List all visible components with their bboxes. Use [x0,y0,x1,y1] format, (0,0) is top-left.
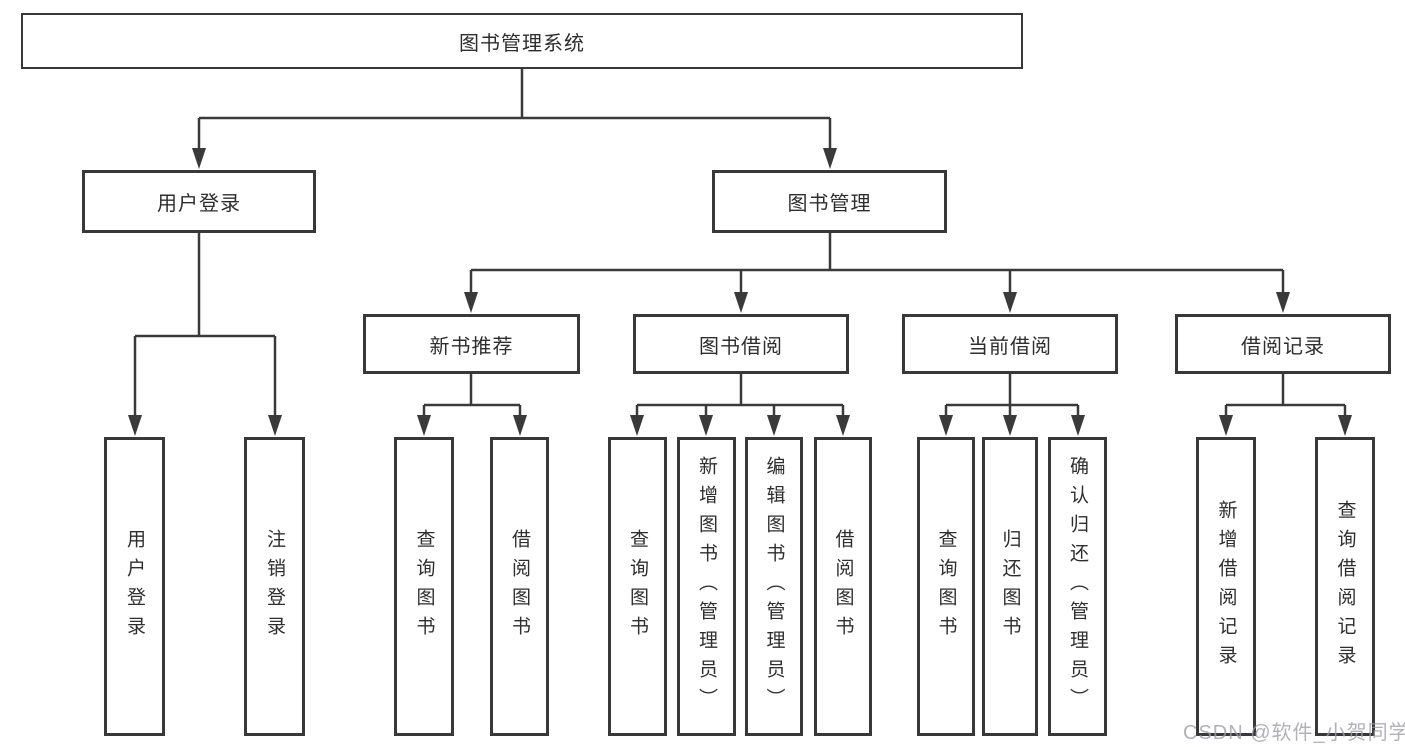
connector-new-book-to-leaves [417,374,527,436]
connector-user-login-to-leaves [128,233,282,436]
arrowhead [513,415,527,436]
leaf-add-book-admin: 新增图书（管理员） [677,437,736,736]
connector-root-to-level2 [192,69,837,169]
leaf-logout: 注销登录 [244,437,305,736]
connector-current-borrowing-to-leaves [939,374,1085,436]
csdn-watermark: CSDN @软件_小贺同学 [1183,722,1405,744]
node-borrowing-records: 借阅记录 [1175,314,1391,374]
leaf-add-borrow-record: 新增借阅记录 [1196,437,1256,736]
arrowhead [939,415,953,436]
leaf-confirm-return-admin: 确认归还（管理员） [1048,437,1107,736]
arrowhead [268,415,282,436]
node-book-borrowing: 图书借阅 [633,314,849,374]
arrowhead [128,415,142,436]
arrowhead [417,415,431,436]
node-new-book-recommend: 新书推荐 [363,314,580,374]
arrowhead [192,148,206,169]
leaf-return-books: 归还图书 [982,437,1038,736]
leaf-borrow-books-recommend: 借阅图书 [490,437,549,736]
leaf-query-books-current: 查询图书 [917,437,975,736]
arrowhead [1338,415,1352,436]
arrowhead [699,415,713,436]
arrowhead [734,292,748,313]
leaf-edit-book-admin: 编辑图书（管理员） [745,437,803,736]
arrowhead [767,415,781,436]
leaf-query-books-recommend: 查询图书 [394,437,454,736]
node-library-management-system: 图书管理系统 [21,13,1023,69]
arrowhead [1071,415,1085,436]
node-book-management: 图书管理 [712,170,947,233]
leaf-query-borrow-record: 查询借阅记录 [1315,437,1375,736]
arrowhead [1003,292,1017,313]
connector-book-borrowing-to-leaves [630,374,850,436]
leaf-query-books-borrowing: 查询图书 [608,437,667,736]
arrowhead [1003,415,1017,436]
node-user-login: 用户登录 [82,170,316,233]
arrowhead [836,415,850,436]
connector-borrowing-records-to-leaves [1219,374,1352,436]
arrowhead [630,415,644,436]
arrowhead [1276,292,1290,313]
connector-book-management-to-level3 [464,233,1290,313]
leaf-user-login: 用户登录 [104,437,165,736]
arrowhead [464,292,478,313]
arrowhead [1219,415,1233,436]
node-current-borrowing: 当前借阅 [902,314,1118,374]
leaf-borrow-books-borrowing: 借阅图书 [814,437,872,736]
arrowhead [823,148,837,169]
